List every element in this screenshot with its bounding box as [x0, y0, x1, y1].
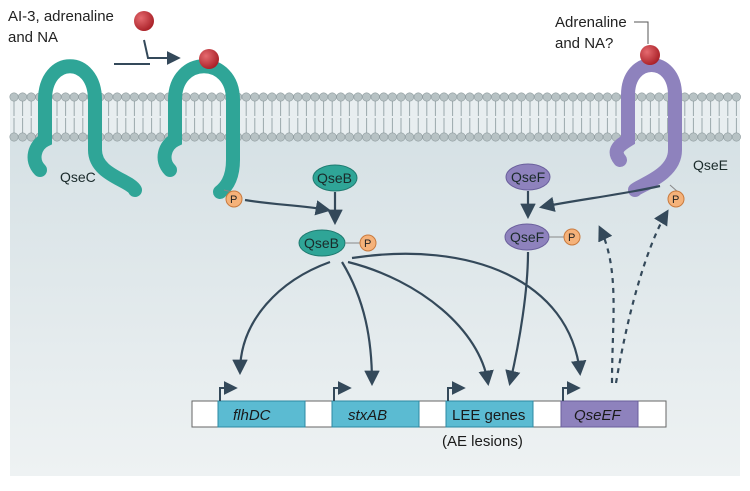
gene-stxab	[331, 400, 420, 428]
phospho-qsef-label: P	[568, 232, 575, 244]
signal-label-right-1: Adrenaline	[555, 14, 627, 31]
arrow-qsec-to-qseb	[244, 198, 332, 216]
qsec-label: QseC	[60, 169, 96, 185]
gene-label-lee: LEE genes	[452, 407, 525, 424]
qseb-node	[312, 164, 358, 192]
promoter-stxab	[333, 381, 352, 401]
qseb-p-label: QseB	[304, 235, 339, 251]
qsef-label: QseF	[511, 169, 545, 185]
binding-arrow	[143, 39, 181, 65]
promoter-flhdc	[219, 381, 238, 401]
signal-label-left-2: and NA	[8, 29, 58, 46]
phospho-qsec	[225, 190, 243, 208]
arrow-qseb-qseef	[351, 252, 587, 377]
qsee-receptor	[609, 58, 682, 197]
gene-label-qseef: QseEF	[574, 407, 622, 424]
gene-label-stxab: stxAB	[348, 407, 387, 424]
gene-lee	[445, 400, 534, 428]
qsee-label: QseE	[693, 157, 728, 173]
signal-label-right-2: and NA?	[555, 35, 613, 52]
arrow-qseb-lee	[347, 260, 494, 387]
arrow-qseb-flhdc	[232, 260, 331, 376]
gene-flhdc	[217, 400, 306, 428]
promoter-lee	[447, 381, 466, 401]
phospho-qsef	[563, 228, 581, 246]
adrenaline-leader-line	[634, 21, 649, 44]
ligand-bound-qsee	[640, 45, 660, 65]
qsef-p-label: QseF	[510, 229, 544, 245]
qseb-label: QseB	[317, 170, 352, 186]
phospho-qseb-label: P	[364, 238, 371, 250]
phospho-qseb	[359, 234, 377, 252]
qsec-receptor-left	[27, 59, 142, 197]
arrow-qsef-lee	[505, 251, 530, 387]
arrow-qseb-stxab	[341, 261, 380, 387]
lipid-bilayer	[9, 92, 741, 142]
gene-note: (AE lesions)	[442, 433, 523, 450]
feedback-arrow-qsef	[598, 225, 615, 384]
signal-label-left-1: AI-3, adrenaline	[8, 8, 114, 25]
phospho-qsee-label: P	[672, 194, 679, 206]
gene-qseef	[560, 400, 639, 428]
phospho-qsee	[667, 190, 685, 208]
ligand-free	[134, 11, 154, 31]
arrow-qsee-to-qsef	[538, 184, 661, 212]
qsef-node	[505, 163, 551, 191]
gene-label-flhdc: flhDC	[233, 407, 271, 424]
promoter-qseef	[562, 381, 581, 401]
ligand-bound-qsec	[199, 49, 219, 69]
phospho-qsec-label: P	[230, 194, 237, 206]
